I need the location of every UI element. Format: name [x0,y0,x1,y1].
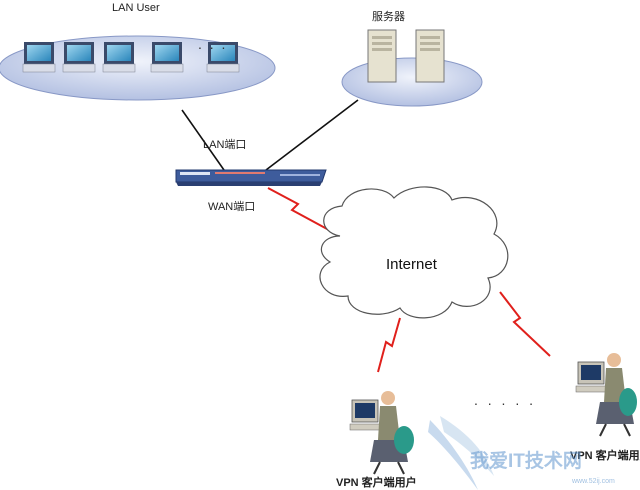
server-platform [341,57,483,107]
internet-label: Internet [386,256,437,273]
wan-link-router [267,187,341,237]
lan-user-label: LAN User [112,2,160,14]
server-label: 服务器 [372,11,405,23]
vpn-ellipsis: . . . . . [474,392,537,408]
server-2 [415,29,445,83]
vpn-user-2 [575,353,637,437]
vpn-user-1 [349,391,414,475]
lan-computer-5 [206,42,240,73]
wan-link-vpn1 [377,317,401,373]
lan-computer-1 [22,42,56,73]
lan-port-label: LAN端口 [203,139,247,151]
lan-link [181,109,225,171]
lan-ellipsis: . . . [198,36,228,52]
internet-cloud [319,186,509,319]
server-link [265,99,359,171]
lan-computer-3 [102,42,136,73]
vpn-client-label-2: VPN 客户端用户 [570,450,640,462]
vpn-client-label-1: VPN 客户端用户 [336,477,417,489]
wan-port-label: WAN端口 [208,201,256,213]
lan-computer-4 [150,42,184,73]
watermark-url: www.52ij.com [572,478,615,485]
lan-computer-2 [62,42,96,73]
watermark-text: 我爱IT技术网 [470,451,582,472]
server-1 [367,29,397,83]
router-device [175,169,327,186]
watermark-logo [428,416,494,490]
wan-link-vpn2 [499,291,551,357]
